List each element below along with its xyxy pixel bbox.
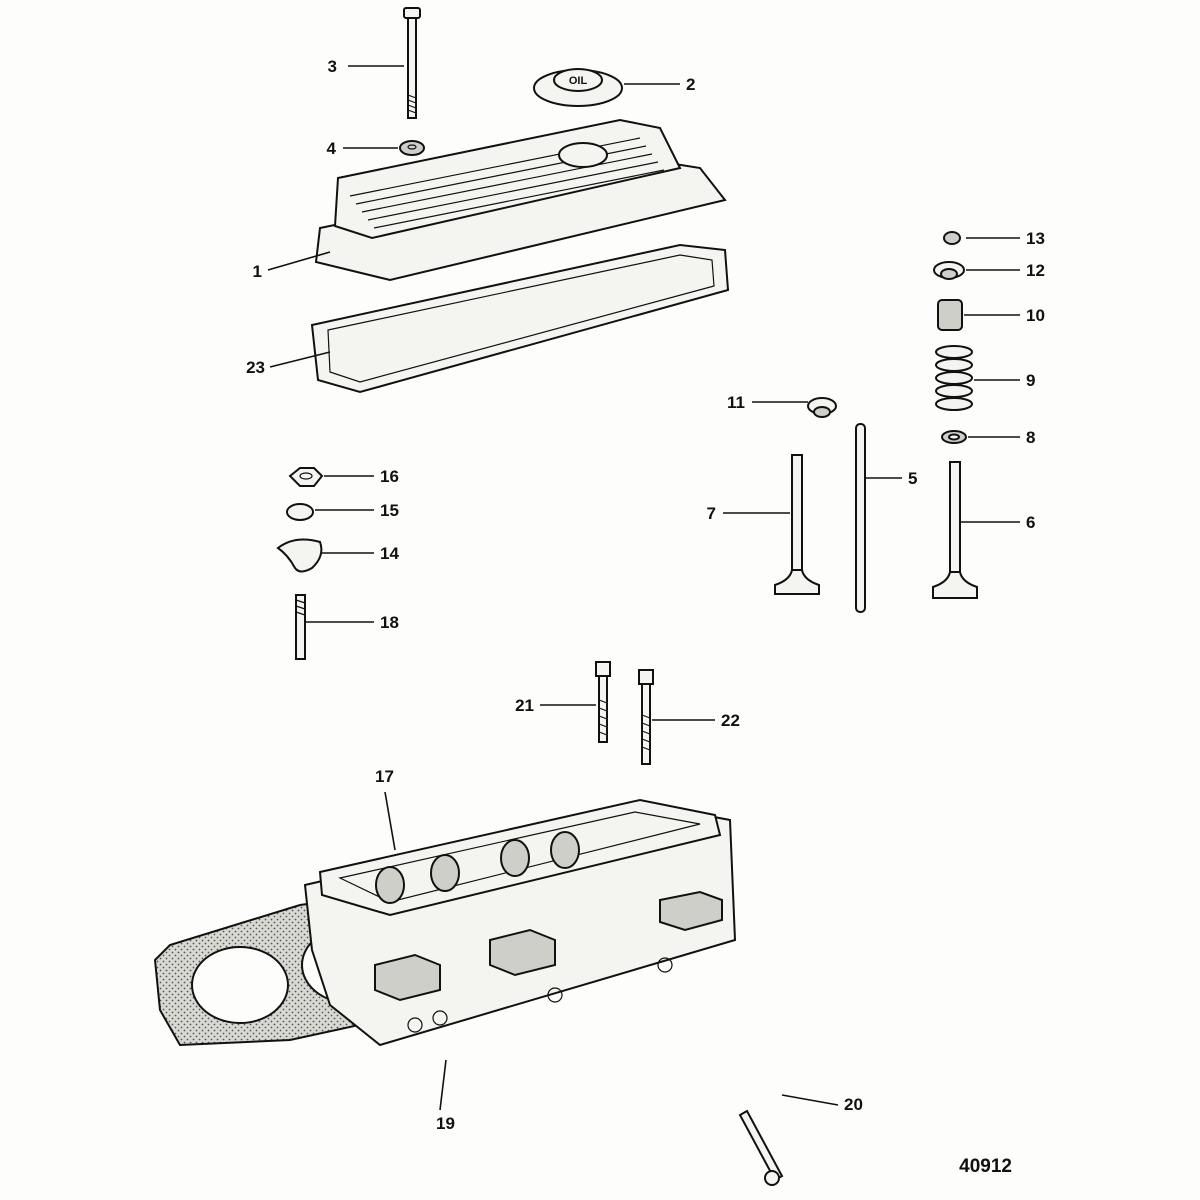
part-20-bolt xyxy=(738,1109,784,1186)
callout-16: 16 xyxy=(380,467,399,486)
part-9-spring xyxy=(935,345,973,411)
part-16-nut xyxy=(288,467,324,487)
callout-2: 2 xyxy=(686,75,695,94)
callout-6: 6 xyxy=(1026,513,1035,532)
part-2-oil-cap: OIL xyxy=(533,68,623,107)
ports xyxy=(374,890,723,1002)
callout-labels: 3 2 4 1 23 13 12 10 9 8 11 5 7 6 16 15 1… xyxy=(246,57,1045,1133)
part-1-valve-cover xyxy=(314,118,727,282)
part-21-head-bolt xyxy=(595,661,611,743)
callout-7: 7 xyxy=(707,504,716,523)
callout-23: 23 xyxy=(246,358,265,377)
callout-10: 10 xyxy=(1026,306,1045,325)
callout-20: 20 xyxy=(844,1095,863,1114)
part-4-grommet xyxy=(399,140,425,156)
part-3-bolt xyxy=(403,7,421,119)
callout-5: 5 xyxy=(908,469,917,488)
callout-9: 9 xyxy=(1026,371,1035,390)
oil-cap-stamp: OIL xyxy=(569,75,588,87)
part-13-keepers xyxy=(943,231,961,245)
callout-11: 11 xyxy=(727,393,745,412)
part-10-oil-seal xyxy=(937,299,963,331)
leader-lines xyxy=(267,65,1020,1111)
callout-18: 18 xyxy=(380,613,399,632)
callout-12: 12 xyxy=(1026,261,1045,280)
bolt-holes xyxy=(407,957,673,1033)
part-15-ball xyxy=(286,503,314,521)
callout-1: 1 xyxy=(253,262,262,281)
callout-15: 15 xyxy=(380,501,399,520)
callout-21: 21 xyxy=(515,696,534,715)
callout-19: 19 xyxy=(436,1114,455,1133)
figure-number: 40912 xyxy=(959,1156,1012,1177)
part-12-retainer xyxy=(933,261,965,280)
callout-14: 14 xyxy=(380,544,399,563)
part-14-rocker-arm xyxy=(276,538,323,573)
part-23-gasket xyxy=(310,243,730,394)
callout-13: 13 xyxy=(1026,229,1045,248)
part-7-intake-valve xyxy=(774,454,820,595)
part-11-seal xyxy=(807,397,837,418)
part-8-shim xyxy=(941,430,967,444)
callout-22: 22 xyxy=(721,711,740,730)
part-6-exhaust-valve xyxy=(932,461,978,599)
callout-4: 4 xyxy=(327,139,337,158)
part-5-pushrod xyxy=(855,423,866,613)
part-18-stud xyxy=(295,594,306,660)
callout-8: 8 xyxy=(1026,428,1035,447)
valve-springs-installed xyxy=(375,831,580,904)
part-17-cylinder-head xyxy=(303,798,737,1047)
part-22-head-bolt xyxy=(638,669,654,765)
callout-3: 3 xyxy=(328,57,337,76)
callout-17: 17 xyxy=(375,767,394,786)
